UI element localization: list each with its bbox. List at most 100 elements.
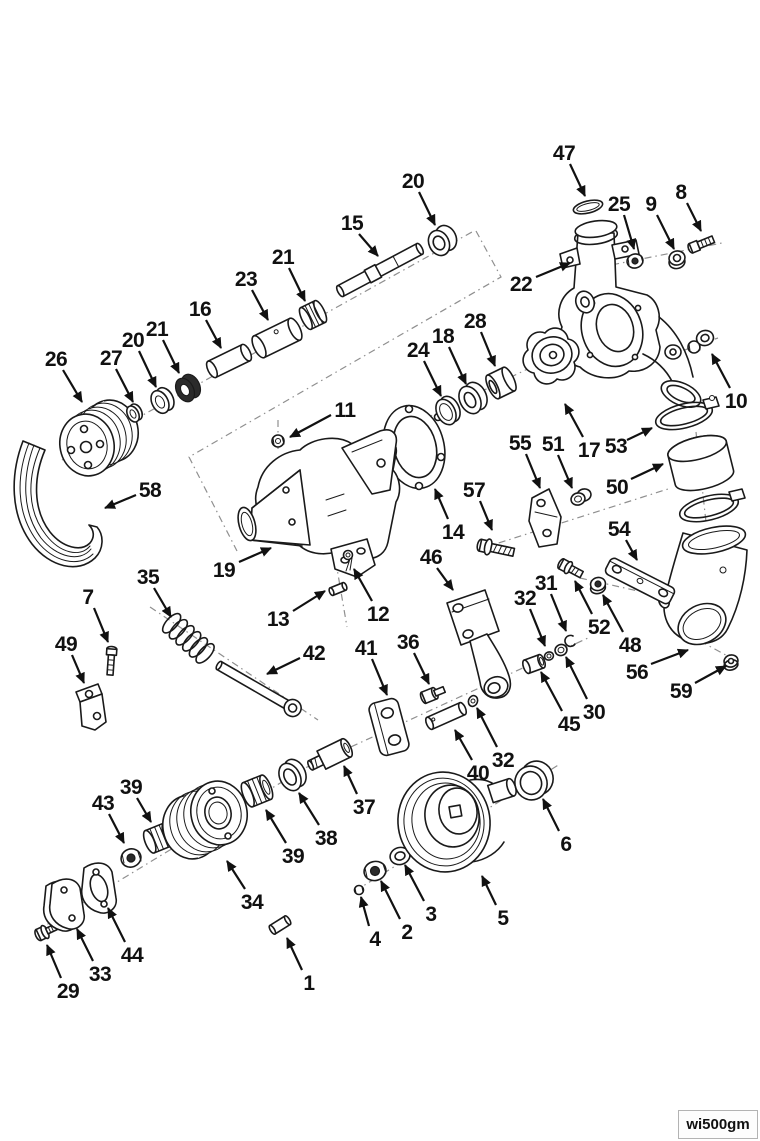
part-38-ring (278, 758, 307, 792)
leader-arrow-8 (686, 202, 702, 232)
part-32-washer-lower (467, 694, 479, 708)
part-46-support-bracket (446, 589, 512, 699)
part-58-belt (13, 440, 103, 568)
part-label-19: 19 (213, 559, 235, 582)
leader-arrow-14 (433, 488, 450, 520)
part-label-13: 13 (267, 608, 289, 631)
leader-arrow-33 (76, 928, 94, 962)
part-label-6: 6 (560, 833, 571, 856)
part-16-spacer-tube (205, 343, 253, 379)
figure-code-badge: wi500gm (678, 1110, 758, 1139)
part-5-idler-pulley (397, 771, 517, 873)
leader-arrow-45 (540, 671, 563, 712)
leader-arrow-37 (343, 765, 358, 795)
part-label-31: 31 (535, 572, 558, 595)
leader-arrow-15 (358, 233, 379, 257)
leader-arrow-19 (238, 546, 272, 564)
part-label-2: 2 (401, 921, 412, 944)
part-3-washer (389, 846, 411, 866)
part-label-45: 45 (558, 713, 581, 736)
leader-arrow-42 (266, 657, 301, 675)
part-label-3: 3 (425, 903, 436, 926)
leader-arrow-29 (45, 944, 63, 979)
leader-arrow-17 (564, 403, 584, 438)
part-label-12: 12 (367, 603, 389, 626)
leader-arrow-41 (370, 658, 389, 696)
part-label-21: 21 (272, 246, 295, 269)
part-24-seal (435, 395, 461, 426)
part-2-nut (363, 860, 387, 882)
part-label-8: 8 (675, 181, 687, 204)
part-9-nut (668, 250, 686, 270)
part-35-spring (161, 612, 215, 664)
part-32-washer-upper (543, 651, 555, 661)
part-23-bushing (251, 317, 303, 359)
leader-arrow-28 (479, 331, 497, 367)
leader-arrow-25 (622, 214, 636, 250)
part-14-gasket (382, 404, 446, 491)
part-21-nut-upper (298, 299, 328, 331)
part-8-bolt (687, 235, 716, 254)
part-33-cover-plate (42, 878, 86, 932)
leader-arrow-7 (92, 607, 110, 643)
part-45-bushing (521, 653, 547, 675)
leader-arrow-35 (153, 587, 172, 618)
part-label-17: 17 (578, 439, 600, 462)
leader-arrow-48 (602, 594, 624, 633)
figure-code: wi500gm (686, 1116, 750, 1133)
part-label-30: 30 (583, 701, 605, 724)
part-54-strap-bracket (604, 557, 676, 605)
part-label-36: 36 (397, 631, 419, 654)
part-label-26: 26 (45, 348, 67, 371)
part-label-37: 37 (353, 796, 375, 819)
part-19-bearing-housing (237, 429, 401, 578)
part-15-shaft (335, 242, 425, 298)
leader-arrow-3 (404, 864, 425, 902)
part-47-o-ring (572, 199, 604, 215)
part-44-gasket (80, 862, 118, 914)
part-label-56: 56 (626, 661, 648, 684)
part-1-pin (268, 915, 292, 935)
leader-arrow-51 (556, 454, 574, 489)
part-label-46: 46 (420, 546, 442, 569)
part-label-24: 24 (407, 339, 430, 362)
leader-arrow-50 (630, 463, 664, 480)
part-57-bolt (476, 538, 516, 558)
leader-arrow-21 (162, 339, 180, 374)
leader-arrow-46 (436, 567, 454, 591)
part-42-adjusting-rod (215, 660, 302, 718)
leader-arrow-39 (136, 797, 152, 823)
part-label-58: 58 (139, 479, 162, 502)
part-11-nut (271, 434, 285, 448)
part-label-18: 18 (432, 325, 455, 348)
part-34-pulley (162, 780, 248, 860)
leader-arrow-34 (226, 860, 246, 890)
part-10-washer-nut (687, 329, 715, 354)
leader-arrow-20 (418, 191, 436, 226)
part-21-seal-left (174, 373, 202, 403)
leader-arrow-26 (62, 369, 83, 403)
part-label-27: 27 (100, 347, 122, 370)
part-label-52: 52 (588, 616, 610, 639)
part-label-44: 44 (121, 944, 144, 967)
part-6-seal-cup (514, 760, 554, 801)
part-label-41: 41 (355, 637, 378, 660)
leader-arrow-58 (104, 493, 137, 510)
part-31-clip (564, 634, 576, 648)
leader-arrows (45, 163, 731, 979)
part-label-15: 15 (341, 212, 364, 235)
leader-arrow-1 (286, 937, 303, 971)
part-48-nut (589, 576, 607, 595)
part-label-10: 10 (725, 390, 747, 413)
leader-arrow-40 (454, 729, 473, 761)
part-label-32: 32 (492, 749, 514, 772)
part-label-29: 29 (57, 980, 79, 1003)
leader-arrow-24 (423, 360, 442, 397)
leader-arrow-31 (549, 593, 568, 632)
leader-arrow-59 (694, 665, 727, 684)
leader-arrow-55 (524, 453, 542, 489)
axis-guide-line (579, 577, 639, 592)
part-label-16: 16 (189, 298, 211, 321)
